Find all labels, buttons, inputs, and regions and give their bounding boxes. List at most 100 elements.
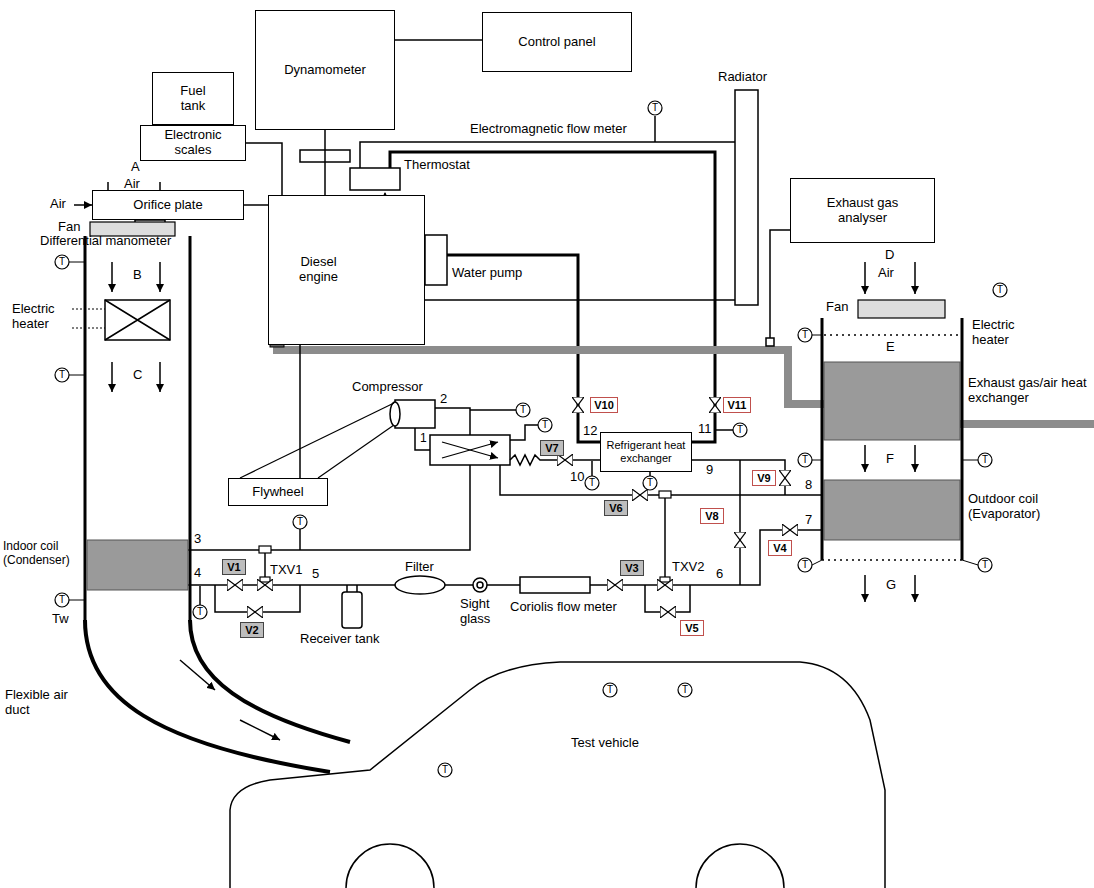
exhaust-pipe <box>277 342 824 404</box>
process-box: Diesel engine <box>268 195 425 345</box>
sensor-symbol <box>978 453 992 467</box>
compressor <box>390 402 400 426</box>
part-label: Sight glass <box>460 597 502 627</box>
outdoor-unit-wall <box>822 318 962 560</box>
process-box: Refrigerant heat exchanger <box>600 432 692 472</box>
part-label: B <box>133 268 142 283</box>
sensor-symbol <box>798 558 812 572</box>
valve-tag: V4 <box>768 540 792 556</box>
sensor-leader <box>812 335 822 336</box>
node-text: Fuel tank <box>168 84 218 114</box>
filter <box>395 576 445 594</box>
coriolis-meter <box>520 577 590 593</box>
part-label: Filter <box>405 560 434 575</box>
node-text: Refrigerant heat exchanger <box>605 439 687 464</box>
heater-leader <box>72 328 105 329</box>
air-flow-arrow <box>914 575 916 602</box>
valve-symbol <box>782 524 798 536</box>
fan <box>858 300 945 318</box>
node-text: V6 <box>609 502 622 515</box>
heater-wire <box>822 559 962 561</box>
sensor-symbol <box>438 763 452 777</box>
sensor-symbol <box>585 476 599 490</box>
valve-symbol <box>227 579 243 591</box>
engine-side-unit <box>425 235 447 285</box>
node-text: Orifice plate <box>133 198 202 213</box>
sensor-symbol <box>55 593 69 607</box>
valve-symbol <box>257 579 273 591</box>
sensor-symbol <box>293 515 307 529</box>
air-flow-arrow <box>159 362 161 392</box>
part-label: Compressor <box>352 380 423 395</box>
sensor-leader <box>812 560 822 565</box>
sensor-symbol <box>678 683 692 697</box>
part-label: Thermostat <box>404 158 470 173</box>
valve-symbol <box>247 606 263 618</box>
part-label: Fan <box>826 300 848 315</box>
sensor-symbol <box>55 255 69 269</box>
valve-symbol <box>572 397 584 413</box>
valve-symbol <box>779 470 791 486</box>
indoor-unit-wall <box>85 236 190 620</box>
valve-tag: V3 <box>620 560 644 576</box>
sensor-symbol <box>193 605 207 619</box>
node-text: Flywheel <box>252 485 303 500</box>
sensor-leader <box>69 600 85 601</box>
node-text: V1 <box>227 561 240 574</box>
refrigerant-pipe <box>188 465 470 550</box>
air-flow-arrow <box>864 575 866 602</box>
refrigerant-pipe <box>739 460 741 585</box>
sensor-symbol <box>733 423 747 437</box>
part-label: Tw <box>52 612 69 627</box>
part-label: Coriolis flow meter <box>510 600 617 615</box>
reversing-valve <box>430 435 510 465</box>
sensor-leader <box>962 460 978 461</box>
flexible-duct <box>85 620 330 772</box>
part-label: 9 <box>706 463 713 478</box>
sensor-symbol <box>516 403 530 417</box>
part-label: Radiator <box>718 70 767 85</box>
part-label: Flexible air duct <box>5 688 80 718</box>
node-text: V11 <box>728 399 747 412</box>
valve-symbol <box>607 579 623 591</box>
air-flow-arrow <box>914 445 916 472</box>
indoor-unit-wall <box>84 236 87 620</box>
refrigerant-pipe <box>470 409 516 411</box>
node-text: V8 <box>705 510 718 523</box>
air-flow-arrow <box>864 445 866 472</box>
receiver-tank <box>342 592 362 628</box>
sensor-letter: T <box>982 455 988 465</box>
valve-symbol <box>572 397 584 413</box>
sensor-letter: T <box>589 478 595 488</box>
sensor-symbol <box>538 418 552 432</box>
valve-symbol <box>657 579 673 591</box>
heater-wire <box>824 334 960 336</box>
part-label: D <box>885 248 894 263</box>
sensor-symbol <box>55 101 1007 777</box>
part-label: G <box>886 578 896 593</box>
electric-heater <box>105 300 170 340</box>
refrigerant-pipe <box>188 530 822 585</box>
radiator <box>735 90 758 305</box>
refrigerant-pipe <box>692 460 785 495</box>
part-label: C <box>133 368 142 383</box>
sensor-letter: T <box>59 257 65 267</box>
part-label: 7 <box>805 513 812 528</box>
valve-tag: V5 <box>680 620 704 636</box>
part-label: Water pump <box>452 266 522 281</box>
vehicle-outline <box>230 662 885 888</box>
coriolis-meter <box>520 577 590 593</box>
process-box: Control panel <box>482 12 632 72</box>
valve-tag: V11 <box>723 397 751 413</box>
refrigerant-pipe <box>645 585 690 612</box>
expansion-bulb <box>259 546 271 553</box>
refrigerant-pipe <box>199 586 201 605</box>
refrigerant-pipe <box>510 425 538 440</box>
node-text: V2 <box>245 624 258 637</box>
part-label: E <box>886 340 895 355</box>
refrigerant-pipe <box>188 408 822 612</box>
air-flow-arrow <box>108 182 915 740</box>
drive-belt <box>240 403 394 478</box>
part-label: 3 <box>194 532 201 547</box>
sensor-letter: T <box>802 330 808 340</box>
